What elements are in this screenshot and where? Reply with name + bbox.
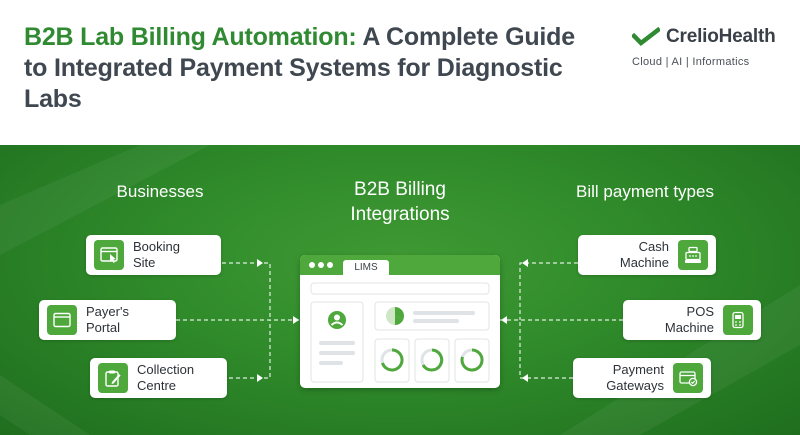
brand-row: CrelioHealth bbox=[632, 26, 782, 48]
window-dot bbox=[318, 262, 324, 268]
payment-types-heading: Bill payment types bbox=[576, 182, 714, 201]
business-label: Booking Site bbox=[133, 239, 180, 270]
business-card-booking-site[interactable]: Booking Site bbox=[86, 235, 221, 275]
diagram-area: Businesses B2B Billing Integrations Bill… bbox=[0, 145, 800, 435]
businesses-heading: Businesses bbox=[116, 182, 204, 201]
cash-register-icon bbox=[678, 240, 708, 270]
lims-title-bar: LIMS bbox=[300, 255, 500, 275]
window-dot bbox=[309, 262, 315, 268]
lims-tab[interactable]: LIMS bbox=[343, 260, 389, 275]
payment-card-cash-machine[interactable]: Cash Machine bbox=[578, 235, 716, 275]
payment-card-payment-gateways[interactable]: Payment Gateways bbox=[573, 358, 711, 398]
card-check-icon bbox=[673, 363, 703, 393]
pos-terminal-icon bbox=[723, 305, 753, 335]
browser-window-icon bbox=[47, 305, 77, 335]
business-card-payers-portal[interactable]: Payer's Portal bbox=[39, 300, 176, 340]
clipboard-pen-icon bbox=[98, 363, 128, 393]
lims-dashboard bbox=[310, 282, 490, 383]
payment-label: Payment Gateways bbox=[606, 362, 664, 393]
integrations-heading: B2B Billing Integrations bbox=[350, 179, 450, 225]
brand-name: CrelioHealth bbox=[666, 26, 776, 47]
title-rest: A Complete Guide to Integrated Payment S… bbox=[24, 23, 575, 113]
brand-logo[interactable]: CrelioHealth Cloud | AI | Informatics bbox=[632, 26, 782, 68]
page-title: B2B Lab Billing Automation: A Complete G… bbox=[24, 22, 584, 115]
business-card-collection-centre[interactable]: Collection Centre bbox=[90, 358, 227, 398]
header: B2B Lab Billing Automation: A Complete G… bbox=[0, 0, 800, 145]
lims-window[interactable]: LIMS bbox=[300, 255, 500, 388]
payment-card-pos-machine[interactable]: POS Machine bbox=[623, 300, 761, 340]
payment-label: POS Machine bbox=[664, 304, 714, 335]
title-accent: B2B Lab Billing Automation: bbox=[24, 23, 357, 51]
business-label: Payer's Portal bbox=[86, 304, 129, 335]
check-mark-icon bbox=[632, 27, 660, 46]
brand-tagline: Cloud | AI | Informatics bbox=[632, 56, 750, 68]
business-label: Collection Centre bbox=[137, 362, 195, 393]
browser-cursor-icon bbox=[94, 240, 124, 270]
payment-label: Cash Machine bbox=[619, 239, 669, 270]
window-dot bbox=[327, 262, 333, 268]
